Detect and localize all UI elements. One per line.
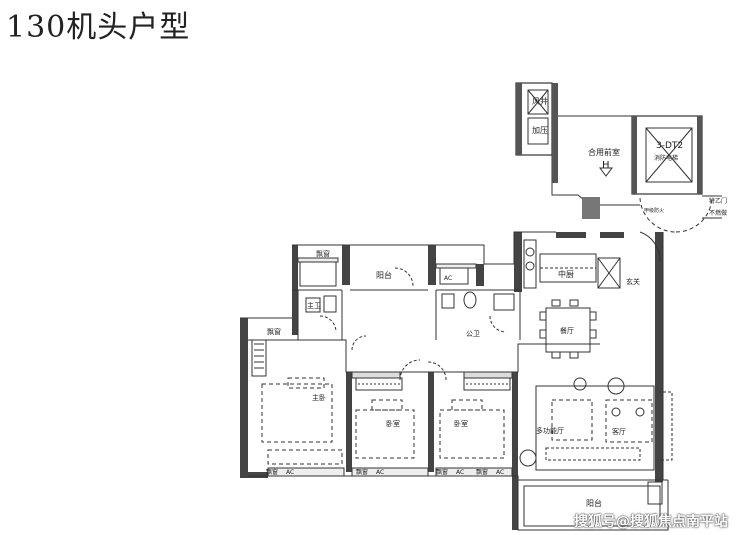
core-area [515,82,722,233]
label-entrance: 玄关 [626,277,640,286]
label-ac-2: AC [286,469,294,476]
label-wind-shaft: 风井 [532,96,548,106]
label-elevator-name: 消防电梯 [654,154,678,162]
label-door-note-2: 不燃做 [709,209,727,217]
dining-zone [539,299,597,359]
label-elevator-code: 3-DT2 [656,141,683,151]
label-ac-1: AC [444,275,452,282]
label-bay-window-2: 飘窗 [267,327,281,336]
master-bedroom-zone [251,339,343,465]
bedroom-2-zone [427,361,511,459]
south-balcony-zone [523,481,663,527]
label-bay-window-3: 飘窗 [266,468,278,476]
label-balcony-north: 阳台 [376,270,392,280]
label-bay-window-6: 飘窗 [476,468,488,476]
label-multi-function-room: 多功能厅 [536,426,564,435]
label-ac-4: AC [456,469,464,476]
north-zone [299,257,515,351]
label-bay-window-1: 飘窗 [316,249,330,258]
label-fire-door: 甲级防火 [644,207,664,214]
label-bedroom-1: 卧室 [386,419,400,428]
exterior-walls [240,232,663,530]
label-h-mark: H [602,160,610,171]
label-bay-window-4: 飘窗 [356,468,368,476]
window-hatches [267,257,513,477]
label-kitchen: 中厨 [558,269,574,279]
page-title: 130机头户型 [6,10,191,45]
living-zone [519,377,673,471]
label-living-room: 客厅 [612,427,626,436]
label-balcony-south: 阳台 [586,498,602,508]
watermark-text: 搜狐号@搜狐焦点南平站 [574,514,728,530]
label-bay-window-5: 飘窗 [436,468,448,476]
kitchen-zone [523,231,661,289]
label-master-bathroom: 主卫 [307,301,321,310]
label-door-note-1: 特乙门 [709,197,727,205]
label-shared-front-room: 合用前室 [588,147,620,157]
label-bedroom-2: 卧室 [454,419,468,428]
label-ac-3: AC [376,469,384,476]
label-master-bedroom: 主卧 [312,393,326,402]
apartment-outline [240,231,669,531]
label-dining-room: 餐厅 [560,326,574,335]
label-public-bathroom: 公卫 [466,330,480,338]
label-pressurization: 加压 [532,125,548,135]
label-ac-5: AC [496,469,504,476]
